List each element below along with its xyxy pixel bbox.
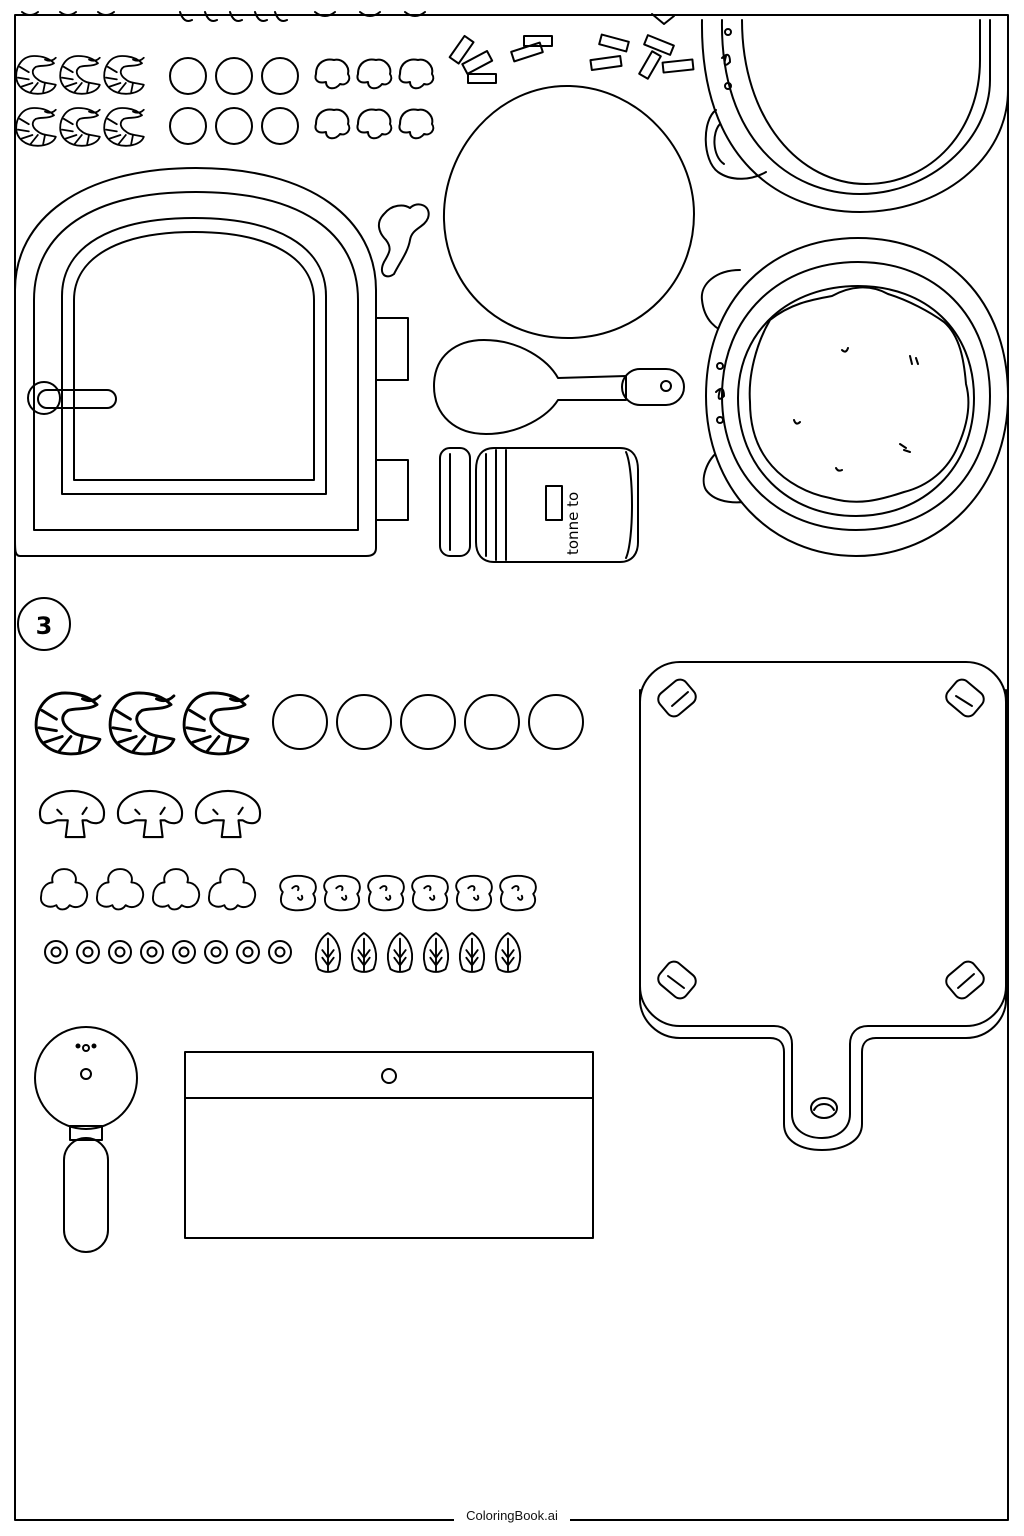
onion-icon xyxy=(96,868,145,911)
s3-shrimp-group xyxy=(34,691,250,756)
cheese-block-icon xyxy=(523,35,553,47)
pepperoni-icon xyxy=(464,694,520,750)
cheese-block-icon xyxy=(661,58,695,74)
pepperoni-icon xyxy=(272,694,328,750)
olive-icon xyxy=(44,940,68,964)
pizza-oven xyxy=(14,167,409,557)
pepperoni-icon xyxy=(528,694,584,750)
mushroom-icon xyxy=(314,108,351,140)
shrimp-icon xyxy=(15,55,57,95)
s3-olive-group xyxy=(44,940,292,964)
board-feet xyxy=(657,678,985,1000)
shrimp-icon xyxy=(103,107,145,147)
s3-broccoli-group xyxy=(279,874,537,912)
pizza-box xyxy=(184,1051,594,1239)
shrimp-icon xyxy=(15,107,57,147)
s3-basil-group xyxy=(315,932,521,973)
basil-leaf-icon xyxy=(387,932,413,973)
shrimp-icon xyxy=(34,691,102,756)
onion-icon xyxy=(40,868,89,911)
olive-icon xyxy=(236,940,260,964)
wooden-spoon xyxy=(433,339,685,435)
jar-tag xyxy=(545,485,563,521)
tomato-jar: tonne to xyxy=(475,447,639,563)
shrimp-icon xyxy=(182,691,250,756)
broccoli-icon xyxy=(455,874,493,912)
olive-icon xyxy=(140,940,164,964)
frying-pan-pizza xyxy=(700,237,1009,557)
oven-handle xyxy=(37,389,117,409)
olive-icon xyxy=(172,940,196,964)
cheese-block-icon xyxy=(598,33,630,53)
cheese-block-icon xyxy=(638,50,662,80)
shrimp-icon xyxy=(108,691,176,756)
pepperoni-icon xyxy=(261,107,299,145)
pizza-dough xyxy=(442,84,695,340)
mushroom-icon xyxy=(356,108,393,140)
s3-mushroom-group xyxy=(38,789,262,839)
cheese-block-icon xyxy=(643,34,675,56)
top-shrimp-group xyxy=(15,55,145,147)
footer-brand: ColoringBook.ai xyxy=(454,1508,570,1523)
jar-label: tonne to xyxy=(564,492,582,555)
olive-icon xyxy=(76,940,100,964)
cheese-block-icon xyxy=(467,73,497,84)
cheese-block-icon xyxy=(510,41,544,63)
broccoli-icon xyxy=(279,874,317,912)
mushroom-icon xyxy=(116,789,184,839)
basil-leaf-icon xyxy=(459,932,485,973)
footer: ColoringBook.ai xyxy=(0,1508,1024,1523)
olive-icon xyxy=(204,940,228,964)
basil-leaf-icon xyxy=(351,932,377,973)
section-number: 3 xyxy=(36,612,53,640)
shrimp-icon xyxy=(59,107,101,147)
top-edge-remnants xyxy=(21,11,675,25)
oven-hinge xyxy=(375,317,409,381)
oven-hinge xyxy=(375,459,409,521)
olive-icon xyxy=(108,940,132,964)
jar-lid xyxy=(439,447,471,557)
cheese-sticks xyxy=(448,33,695,84)
pepperoni-icon xyxy=(336,694,392,750)
shrimp-icon xyxy=(59,55,101,95)
top-mushroom-group xyxy=(314,58,435,140)
shrimp-icon xyxy=(103,55,145,95)
top-pepperoni-group xyxy=(169,57,299,145)
mushroom-icon xyxy=(38,789,106,839)
basil-leaf-icon xyxy=(315,932,341,973)
oven-handle-knob xyxy=(27,381,61,415)
mushroom-icon xyxy=(356,58,393,90)
broccoli-icon xyxy=(411,874,449,912)
pepperoni-icon xyxy=(400,694,456,750)
broccoli-icon xyxy=(367,874,405,912)
onion-icon xyxy=(208,868,257,911)
basil-leaf-icon xyxy=(423,932,449,973)
frying-pan-top xyxy=(700,19,1009,213)
pizza-cutter xyxy=(34,1026,138,1253)
cutting-board xyxy=(639,661,1007,1151)
s3-onion-group xyxy=(40,868,257,911)
basil-leaf-icon xyxy=(495,932,521,973)
sauce-splat xyxy=(378,203,430,278)
mushroom-icon xyxy=(398,58,435,90)
cheese-block-icon xyxy=(589,54,623,72)
mushroom-icon xyxy=(194,789,262,839)
pepperoni-icon xyxy=(215,107,253,145)
cheese-block-icon xyxy=(448,34,475,65)
mushroom-icon xyxy=(314,58,351,90)
pepperoni-icon xyxy=(261,57,299,95)
section-badge: 3 xyxy=(17,597,71,651)
cheese-block-icon xyxy=(461,50,494,75)
s3-pepperoni-group xyxy=(272,694,584,750)
pepperoni-icon xyxy=(215,57,253,95)
onion-icon xyxy=(152,868,201,911)
mushroom-icon xyxy=(398,108,435,140)
pepperoni-icon xyxy=(169,107,207,145)
broccoli-icon xyxy=(323,874,361,912)
broccoli-icon xyxy=(499,874,537,912)
olive-icon xyxy=(268,940,292,964)
pepperoni-icon xyxy=(169,57,207,95)
